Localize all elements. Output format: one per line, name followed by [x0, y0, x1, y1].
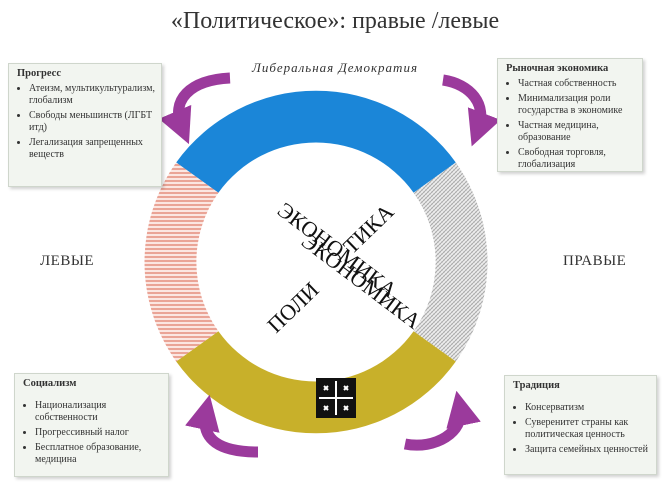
left-label: ЛЕВЫЕ — [40, 253, 95, 269]
box-market: Рыночная экономика Частная собственность… — [497, 58, 643, 172]
list-item: Национализация собственности — [35, 400, 162, 424]
right-label: ПРАВЫЕ — [563, 253, 627, 269]
list-item: Атеизм, мультикультурализм, глобализм — [29, 83, 155, 107]
list-item: Суверенитет страны как политическая ценн… — [525, 417, 650, 441]
curved-arrow-bottom-left — [185, 394, 259, 458]
list-item: Защита семейных ценностей — [525, 444, 650, 456]
curved-arrow-bottom-right — [403, 390, 481, 451]
top-label: Либеральная Демократия — [252, 60, 418, 75]
cross-label-poli: ПОЛИ — [262, 277, 324, 338]
box-market-title: Рыночная экономика — [506, 63, 609, 74]
list-item: Консерватизм — [525, 402, 650, 414]
left-segment — [144, 162, 219, 362]
list-item: Частная собственность — [518, 78, 636, 90]
box-socialism-title: Социализм — [23, 378, 77, 389]
list-item: Частная медицина, образование — [518, 120, 636, 144]
list-item: Свободная торговля, глобализация — [518, 147, 636, 171]
list-item: Свободы меньшинств (ЛГБТ итд) — [29, 110, 155, 134]
cross-label-tika: ТИКА — [338, 199, 399, 259]
curved-arrow-top-right — [441, 74, 501, 147]
box-progress-title: Прогресс — [17, 68, 61, 79]
list-item: Бесплатное образование, медицина — [35, 442, 162, 466]
page-title: «Политическое»: правые /левые — [170, 8, 500, 34]
four-crosses-emblem-icon — [316, 378, 356, 418]
list-item: Прогрессивный налог — [35, 427, 162, 439]
list-item: Легализация запрещенных веществ — [29, 137, 155, 161]
box-socialism: Социализм Национализация собственности П… — [14, 373, 169, 477]
top-segment — [176, 90, 456, 193]
right-segment — [413, 162, 488, 362]
box-tradition-title: Традиция — [513, 380, 560, 391]
list-item: Минимализация роли государства в экономи… — [518, 93, 636, 117]
curved-arrow-top-left — [158, 72, 231, 145]
box-progress: Прогресс Атеизм, мультикультурализм, гло… — [8, 63, 162, 187]
box-tradition: Традиция Консерватизм Суверенитет страны… — [504, 375, 657, 475]
